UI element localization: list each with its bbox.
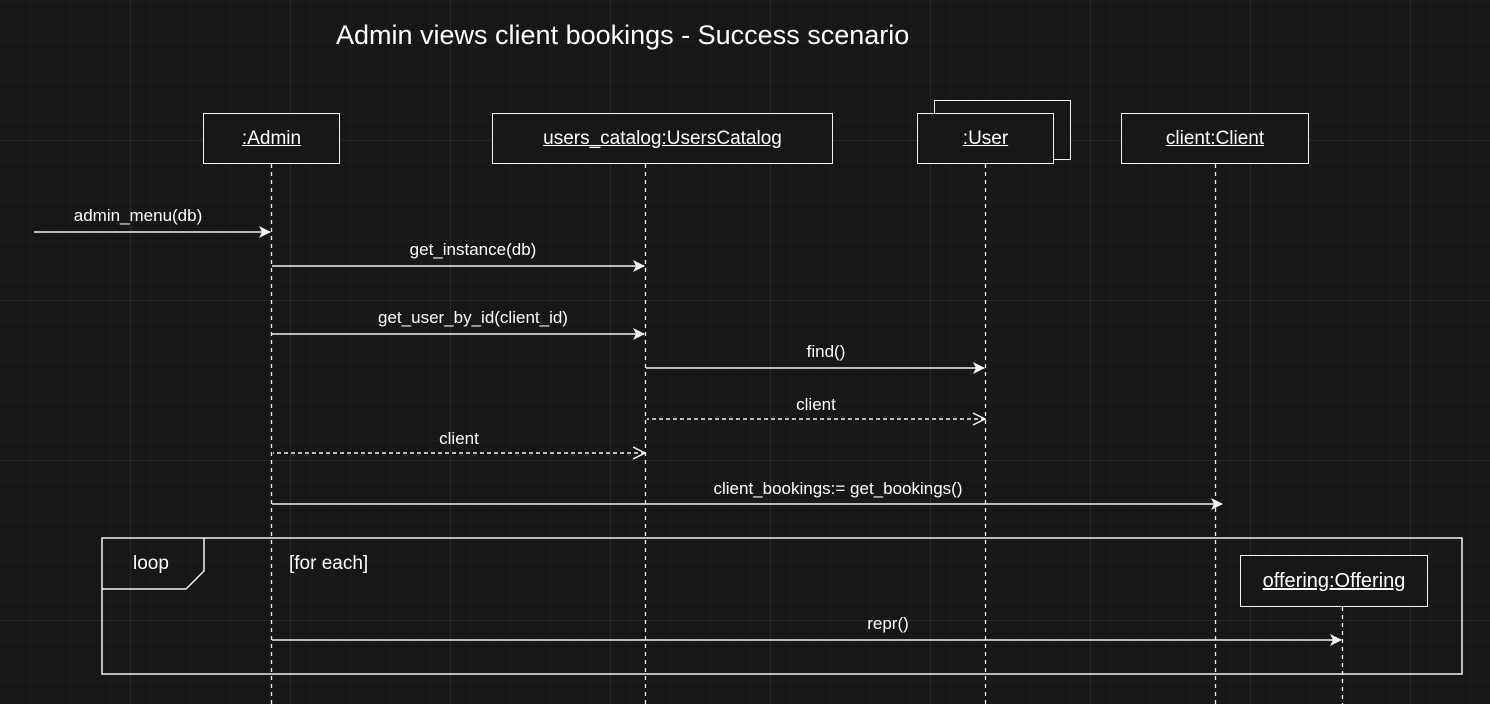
participant-users-catalog[interactable]: users_catalog:UsersCatalog xyxy=(492,113,833,164)
loop-frame xyxy=(101,537,1463,675)
message-label-get-user-by-id: get_user_by_id(client_id) xyxy=(378,308,568,327)
loop-guard: [for each] xyxy=(289,553,369,574)
loop-label: loop xyxy=(133,553,169,574)
message-label-admin-menu: admin_menu(db) xyxy=(73,206,203,225)
message-label-get-bookings: client_bookings:= get_bookings() xyxy=(713,479,963,498)
message-label-return-client-2: client xyxy=(439,429,479,448)
participant-client[interactable]: client:Client xyxy=(1121,113,1309,164)
diagram-title: Admin views client bookings - Success sc… xyxy=(336,20,910,50)
participant-offering[interactable]: offering:Offering xyxy=(1240,555,1428,607)
message-label-find: find() xyxy=(806,342,846,361)
message-label-return-client-1: client xyxy=(796,395,836,414)
participant-admin[interactable]: :Admin xyxy=(203,113,340,164)
message-label-get-instance: get_instance(db) xyxy=(409,240,537,259)
loop-frame-tab xyxy=(102,538,205,590)
participant-user[interactable]: :User xyxy=(917,113,1054,164)
message-label-repr: repr() xyxy=(867,614,909,633)
